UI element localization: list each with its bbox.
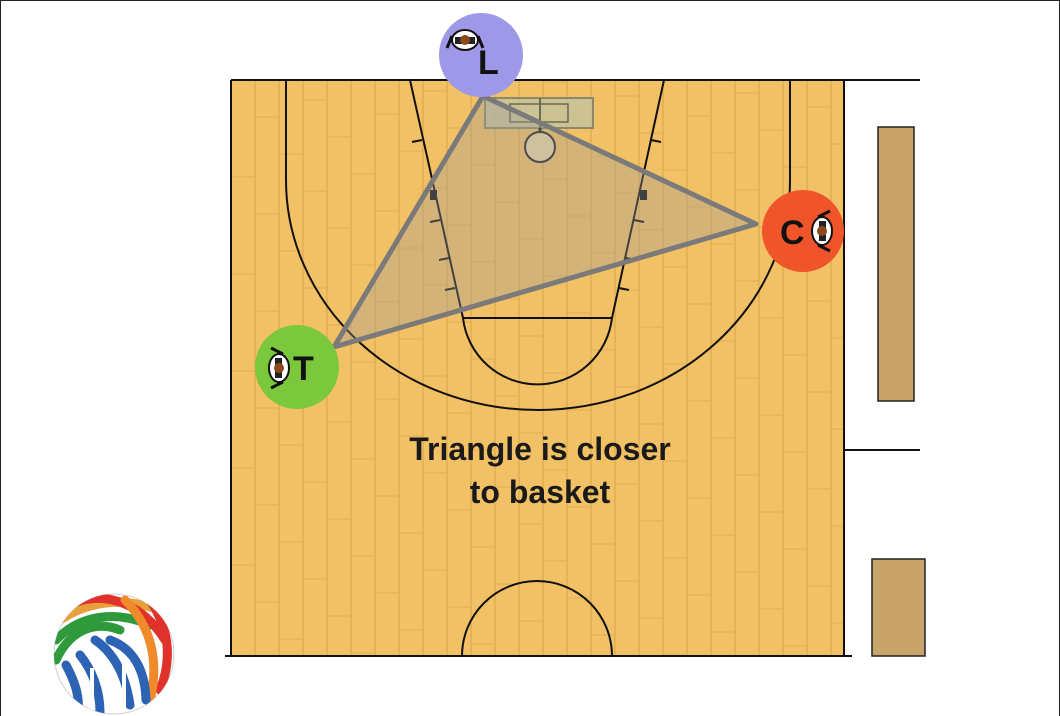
official-centre: C (762, 190, 844, 272)
basket-rim (524, 131, 556, 163)
team-bench-lower (871, 558, 926, 657)
key-right-line (611, 79, 665, 319)
official-trail-circle (255, 325, 339, 409)
three-point-line (285, 80, 791, 411)
team-bench-upper (877, 126, 915, 402)
official-centre-icon (811, 209, 833, 253)
court-lines (225, 79, 920, 657)
fiba-ball-logo (53, 593, 175, 715)
lane-block-right (640, 190, 647, 200)
caption-line-2: to basket (470, 474, 611, 510)
free-throw-circle (462, 317, 613, 386)
court-floor (231, 80, 844, 656)
official-trail-letter: T (293, 350, 314, 388)
official-lead-letter: L (478, 44, 499, 82)
official-lead: L (439, 13, 523, 97)
officials-triangle (331, 93, 759, 350)
official-lead-icon (445, 29, 485, 51)
official-centre-circle (762, 190, 844, 272)
official-trail-icon (268, 346, 290, 390)
caption-line-1: Triangle is closer (409, 431, 670, 467)
official-trail: T (255, 325, 339, 409)
lane-block-left (430, 190, 437, 200)
official-centre-letter: C (780, 214, 805, 252)
center-circle (461, 580, 613, 657)
